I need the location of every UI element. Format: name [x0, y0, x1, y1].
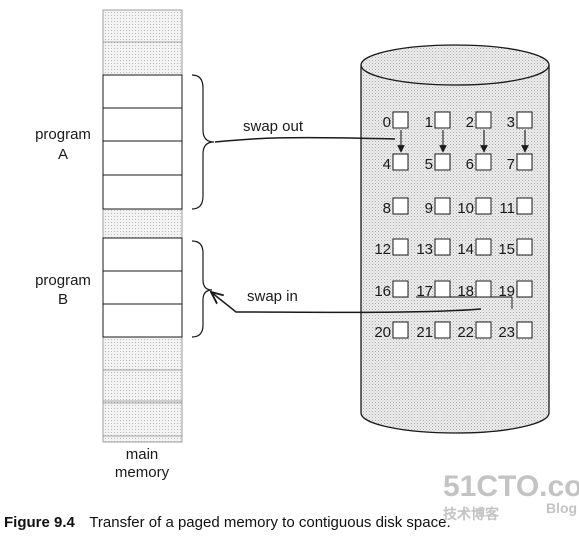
disk-page-20: 20 — [374, 321, 409, 341]
disk-page-number: 11 — [499, 200, 515, 217]
program-b-brace — [191, 240, 213, 338]
disk-page-box — [434, 238, 451, 256]
disk-page-8: 8 — [383, 197, 409, 217]
disk-page-box — [434, 321, 451, 339]
disk-page-number: 22 — [457, 324, 474, 341]
disk-page-14: 14 — [457, 238, 492, 258]
disk-page-box — [434, 111, 451, 129]
disk-page-number: 1 — [425, 114, 433, 131]
disk-page-7: 7 — [507, 153, 533, 173]
program-a-frames — [102, 74, 183, 210]
main-memory-label-line2: memory — [115, 464, 170, 481]
program-b-label-line2: B — [58, 291, 68, 308]
disk-page-box — [475, 111, 492, 129]
disk-page-box — [392, 111, 409, 129]
disk-page-box — [475, 238, 492, 256]
disk-page-number: 0 — [383, 114, 391, 131]
disk-page-box — [475, 321, 492, 339]
disk-page-number: 5 — [425, 156, 433, 173]
disk-page-box — [475, 153, 492, 171]
disk-page-box — [516, 153, 533, 171]
watermark: 51CTO.com 技术博客 Blog — [443, 470, 579, 522]
swap-in-arrow: swap in — [211, 288, 513, 314]
disk-page-19: 19 — [498, 280, 533, 300]
disk-page-number: 13 — [416, 241, 433, 258]
disk-page-box — [516, 280, 533, 298]
disk-page-number: 17 — [416, 283, 433, 300]
disk-page-number: 20 — [374, 324, 391, 341]
disk-page-13: 13 — [416, 238, 451, 258]
disk-page-5: 5 — [425, 153, 451, 173]
disk-page-15: 15 — [498, 238, 533, 258]
disk-page-22: 22 — [457, 321, 492, 341]
disk-page-11: 11 — [499, 197, 533, 217]
program-a-label-line1: program — [35, 126, 91, 143]
disk-page-box — [516, 111, 533, 129]
disk-page-box — [434, 153, 451, 171]
watermark-main: 51CTO.com — [443, 470, 579, 503]
main-memory-column — [102, 9, 183, 443]
disk-page-23: 23 — [498, 321, 533, 341]
program-b-label-line1: program — [35, 272, 91, 289]
disk-page-box — [434, 280, 451, 298]
disk-page-box — [434, 197, 451, 215]
disk-page-18: 18 — [457, 280, 492, 300]
figure-caption: Figure 9.4 Transfer of a paged memory to… — [4, 514, 451, 531]
disk-page-number: 2 — [466, 114, 474, 131]
disk-page-box — [392, 197, 409, 215]
disk-page-number: 4 — [383, 156, 391, 173]
disk-page-number: 15 — [498, 241, 515, 258]
disk-page-number: 8 — [383, 200, 391, 217]
disk-page-box — [392, 238, 409, 256]
disk-page-box — [516, 238, 533, 256]
program-a-brace — [191, 74, 215, 210]
disk-page-number: 10 — [457, 200, 474, 217]
disk-page-box — [516, 197, 533, 215]
watermark-blog: Blog — [546, 500, 577, 516]
program-b-frames — [102, 237, 183, 338]
disk-page-box — [392, 321, 409, 339]
disk-page-number: 16 — [374, 283, 391, 300]
disk-page-box — [516, 321, 533, 339]
disk-page-number: 12 — [374, 241, 391, 258]
disk-page-10: 10 — [457, 197, 492, 217]
disk-page-1: 1 — [425, 111, 451, 131]
disk-page-box — [392, 280, 409, 298]
disk-page-number: 9 — [425, 200, 433, 217]
swap-out-label: swap out — [243, 118, 304, 135]
disk-page-number: 21 — [416, 324, 433, 341]
disk-page-number: 18 — [457, 283, 474, 300]
disk-page-number: 3 — [507, 114, 515, 131]
disk-page-0: 0 — [383, 111, 409, 131]
memory-frame-dividers — [103, 41, 182, 437]
figure-caption-label: Figure 9.4 — [4, 514, 76, 531]
disk-page-4: 4 — [383, 153, 409, 173]
swap-out-page-arrows — [397, 130, 529, 153]
watermark-sub: 技术博客 — [443, 506, 500, 522]
disk-page-box — [392, 153, 409, 171]
disk-page-number: 23 — [498, 324, 515, 341]
main-memory-label-line1: main — [126, 446, 159, 463]
figure-caption-text: Transfer of a paged memory to contiguous… — [89, 514, 450, 531]
disk-page-16: 16 — [374, 280, 409, 300]
disk-page-number: 7 — [507, 156, 515, 173]
disk-page-number: 19 — [498, 283, 515, 300]
disk-page-box — [475, 280, 492, 298]
program-a-label-line2: A — [58, 146, 68, 163]
swap-in-label: swap in — [247, 288, 298, 305]
swap-out-arrow: swap out — [214, 118, 396, 143]
disk-page-21: 21 — [416, 321, 451, 341]
disk-page-number: 6 — [466, 156, 474, 173]
disk-page-9: 9 — [425, 197, 451, 217]
disk-page-3: 3 — [507, 111, 533, 131]
disk-page-2: 2 — [466, 111, 492, 131]
disk-page-box — [475, 197, 492, 215]
disk-page-6: 6 — [466, 153, 492, 173]
disk-page-17: 17 — [416, 280, 451, 300]
disk-page-number: 14 — [457, 241, 474, 258]
disk-page-12: 12 — [374, 238, 409, 258]
